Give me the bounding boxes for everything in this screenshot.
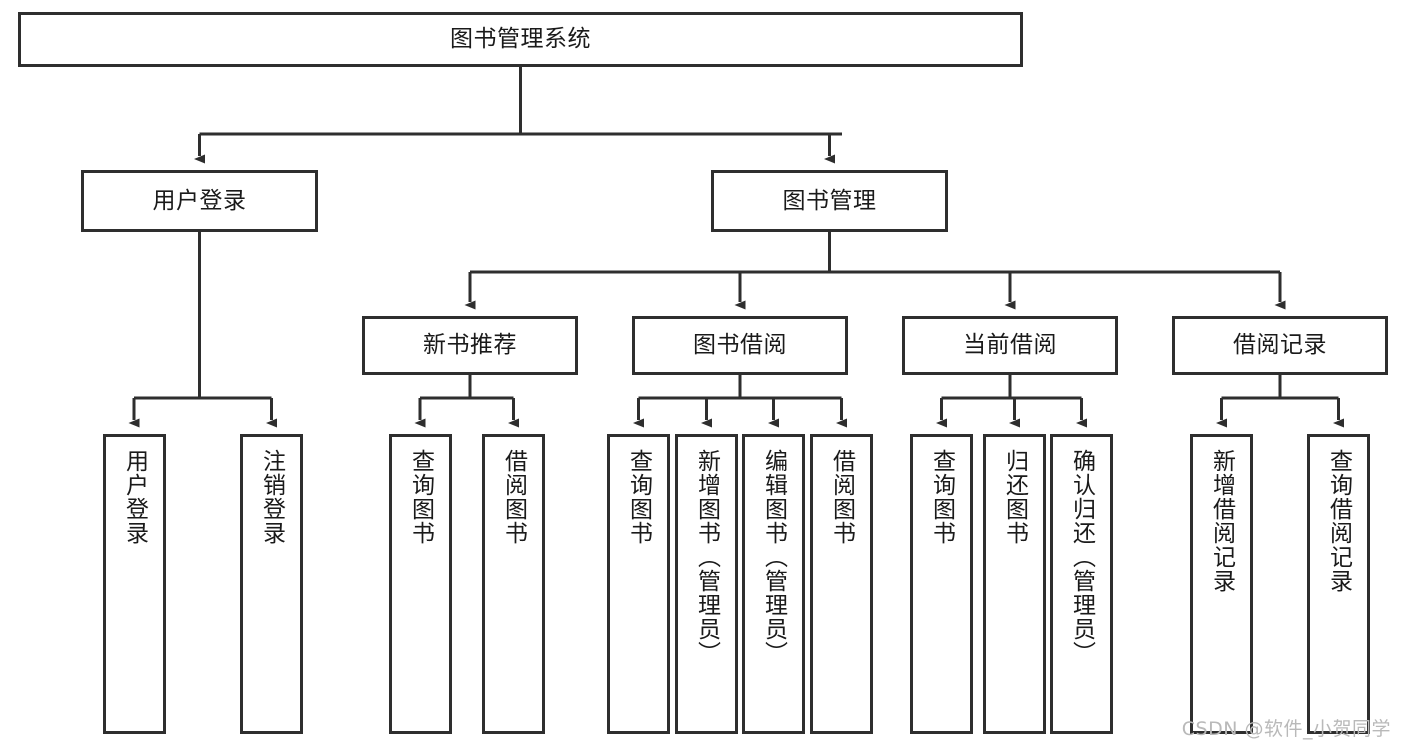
node-book-borrow-label: 图书借阅 [693, 332, 787, 358]
node-current-borrow[interactable]: 当前借阅 [902, 316, 1118, 375]
node-user-login[interactable]: 用户登录 [81, 170, 318, 232]
leaf-query-book-2-label: 查询图书 [625, 449, 652, 545]
leaf-confirm-return-label: 确认归还（管理员） [1068, 449, 1095, 665]
leaf-user-login-label: 用户登录 [121, 449, 148, 545]
csdn-watermark: CSDN @软件_小贺同学 [1181, 718, 1391, 740]
leaf-borrow-book-1[interactable]: 借阅图书 [482, 434, 545, 734]
node-book-borrow[interactable]: 图书借阅 [632, 316, 848, 375]
leaf-add-record-label: 新增借阅记录 [1208, 449, 1235, 593]
leaf-user-logout-label: 注销登录 [258, 449, 285, 545]
leaf-query-book-3-label: 查询图书 [928, 449, 955, 545]
leaf-add-book[interactable]: 新增图书（管理员） [675, 434, 738, 734]
node-user-login-label: 用户登录 [152, 187, 247, 214]
node-book-manage-label: 图书管理 [782, 187, 877, 214]
leaf-query-book-1[interactable]: 查询图书 [389, 434, 452, 734]
leaf-query-record[interactable]: 查询借阅记录 [1307, 434, 1370, 734]
leaf-user-logout[interactable]: 注销登录 [240, 434, 303, 734]
node-root[interactable]: 图书管理系统 [18, 12, 1023, 67]
leaf-add-record[interactable]: 新增借阅记录 [1190, 434, 1253, 734]
node-borrow-record-label: 借阅记录 [1233, 332, 1327, 358]
leaf-edit-book[interactable]: 编辑图书（管理员） [742, 434, 805, 734]
node-current-borrow-label: 当前借阅 [963, 332, 1057, 358]
node-root-label: 图书管理系统 [450, 26, 591, 52]
node-book-manage[interactable]: 图书管理 [711, 170, 948, 232]
leaf-edit-book-label: 编辑图书（管理员） [760, 449, 787, 665]
leaf-user-login[interactable]: 用户登录 [103, 434, 166, 734]
node-new-book-recommend-label: 新书推荐 [423, 332, 517, 358]
leaf-query-book-2[interactable]: 查询图书 [607, 434, 670, 734]
leaf-borrow-book-2-label: 借阅图书 [828, 449, 855, 545]
node-borrow-record[interactable]: 借阅记录 [1172, 316, 1388, 375]
leaf-return-book-label: 归还图书 [1001, 449, 1028, 545]
node-new-book-recommend[interactable]: 新书推荐 [362, 316, 578, 375]
leaf-query-book-1-label: 查询图书 [407, 449, 434, 545]
leaf-borrow-book-2[interactable]: 借阅图书 [810, 434, 873, 734]
leaf-query-book-3[interactable]: 查询图书 [910, 434, 973, 734]
leaf-query-record-label: 查询借阅记录 [1325, 449, 1352, 593]
leaf-add-book-label: 新增图书（管理员） [693, 449, 720, 665]
leaf-return-book[interactable]: 归还图书 [983, 434, 1046, 734]
leaf-borrow-book-1-label: 借阅图书 [500, 449, 527, 545]
leaf-confirm-return[interactable]: 确认归还（管理员） [1050, 434, 1113, 734]
